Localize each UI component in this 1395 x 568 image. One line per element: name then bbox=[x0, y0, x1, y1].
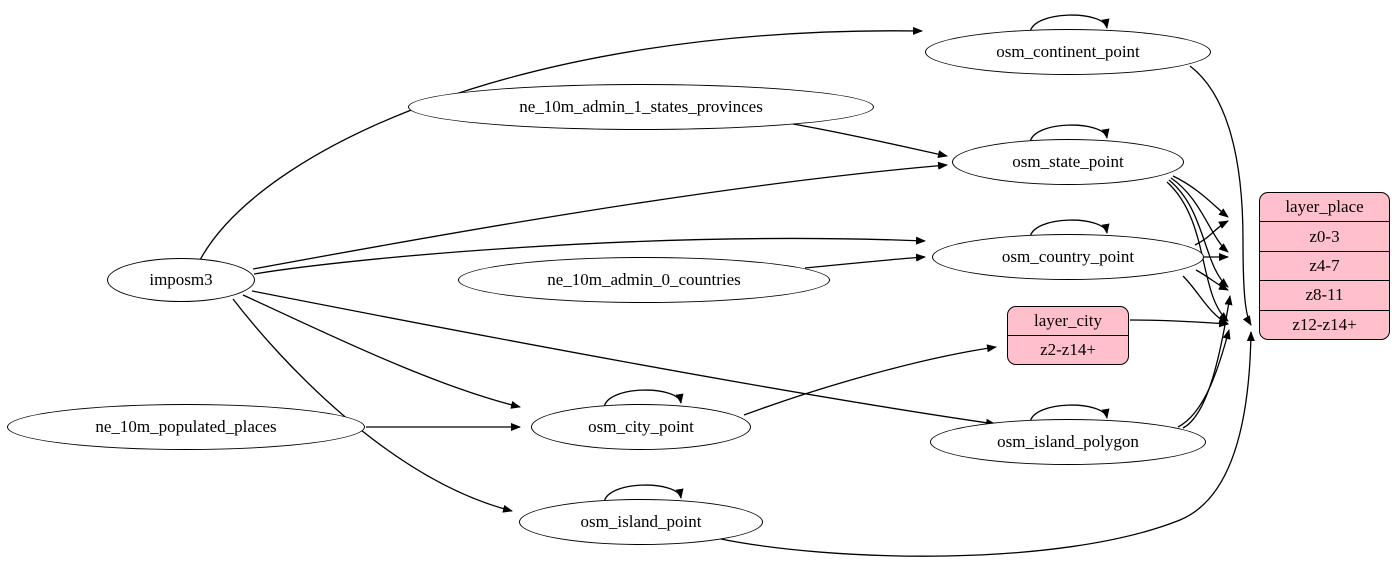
node-ne_10m_admin_0_countries[interactable]: ne_10m_admin_0_countries bbox=[458, 257, 830, 303]
edge-osm_state_point-to-layer_place_z0_3 bbox=[1172, 175, 1229, 218]
node-layer_city[interactable]: layer_city z2-z14+ bbox=[1007, 306, 1129, 365]
edge-osm_country_point-to-layer_place_z0_3 bbox=[1194, 220, 1229, 246]
edge-osm_country_point-to-layer_place_z8_11 bbox=[1195, 269, 1229, 291]
node-imposm3[interactable]: imposm3 bbox=[107, 258, 255, 302]
self-loop-osm_island_polygon bbox=[1029, 404, 1110, 424]
self-loop-osm_island_point bbox=[603, 484, 684, 504]
node-label: osm_country_point bbox=[1001, 247, 1135, 266]
edge-osm_island_polygon-to-layer_place_z8_11 bbox=[1182, 295, 1233, 429]
layer_place-row-z0-3[interactable]: z0-3 bbox=[1260, 222, 1389, 252]
node-osm_city_point[interactable]: osm_city_point bbox=[531, 404, 751, 450]
node-osm_island_polygon[interactable]: osm_island_polygon bbox=[930, 419, 1206, 465]
node-label: osm_island_point bbox=[580, 512, 702, 531]
edge-osm_country_point-to-layer_place_z12 bbox=[1182, 275, 1229, 325]
edge-osm_island_point-to-layer_place_z12 bbox=[715, 331, 1255, 557]
edge-osm_island_polygon-to-layer_place_z12 bbox=[1177, 329, 1231, 428]
layer_city-row-z2-z14plus[interactable]: z2-z14+ bbox=[1040, 340, 1096, 359]
node-label: ne_10m_admin_1_states_provinces bbox=[519, 97, 763, 116]
layer_city-title: layer_city bbox=[1008, 307, 1128, 336]
layer_place-row-z12-z14plus[interactable]: z12-z14+ bbox=[1292, 314, 1357, 334]
edge-osm_continent_point-to-layer_place_z12 bbox=[1189, 65, 1252, 326]
node-layer_place[interactable]: layer_place z0-3 z4-7 z8-11 z12-z14+ bbox=[1259, 192, 1390, 340]
node-label: osm_continent_point bbox=[996, 42, 1140, 61]
node-label: ne_10m_populated_places bbox=[95, 417, 277, 436]
edge-imposm3-to-osm_continent_point bbox=[199, 26, 923, 261]
self-loop-osm_country_point bbox=[1029, 219, 1110, 239]
edge-osm_state_point-to-layer_place_z4_7 bbox=[1170, 177, 1229, 253]
self-loop-osm_continent_point bbox=[1029, 14, 1110, 34]
edge-imposm3-to-osm_state_point bbox=[252, 161, 948, 270]
self-loop-osm_city_point bbox=[603, 389, 684, 409]
node-ne_10m_admin_1_states_provinces[interactable]: ne_10m_admin_1_states_provinces bbox=[408, 84, 874, 130]
node-label: osm_city_point bbox=[588, 417, 694, 436]
edge-imposm3-to-osm_island_point bbox=[232, 298, 513, 513]
node-label: ne_10m_admin_0_countries bbox=[547, 270, 741, 289]
node-osm_continent_point[interactable]: osm_continent_point bbox=[925, 29, 1211, 75]
node-label: osm_state_point bbox=[1012, 152, 1124, 171]
node-label: imposm3 bbox=[149, 270, 213, 289]
node-ne_10m_populated_places[interactable]: ne_10m_populated_places bbox=[7, 404, 365, 450]
edge-imposm3-to-osm_island_polygon bbox=[251, 290, 996, 427]
node-osm_country_point[interactable]: osm_country_point bbox=[932, 234, 1204, 280]
edge-ne_10m_admin_0_countries-to-osm_country_point bbox=[804, 253, 926, 269]
edge-ne_10m_admin_1_states_provinces-to-osm_state_point bbox=[792, 123, 948, 159]
node-osm_island_point[interactable]: osm_island_point bbox=[519, 499, 763, 545]
edge-osm_city_point-to-layer_city_z2 bbox=[743, 344, 997, 416]
layer_place-row-z8-11[interactable]: z8-11 bbox=[1260, 281, 1389, 311]
edge-osm_state_point-to-layer_place_z8_11 bbox=[1168, 179, 1229, 288]
node-osm_state_point[interactable]: osm_state_point bbox=[952, 139, 1184, 185]
edge-layer_city-to-layer_place_z12 bbox=[1129, 319, 1229, 328]
self-loop-osm_state_point bbox=[1029, 124, 1110, 144]
node-label: osm_island_polygon bbox=[997, 432, 1139, 451]
edge-imposm3-to-osm_country_point bbox=[253, 236, 926, 275]
layer_place-row-z4-7[interactable]: z4-7 bbox=[1260, 252, 1389, 282]
layer_place-title: layer_place bbox=[1260, 193, 1389, 223]
edge-imposm3-to-osm_city_point bbox=[242, 294, 521, 409]
